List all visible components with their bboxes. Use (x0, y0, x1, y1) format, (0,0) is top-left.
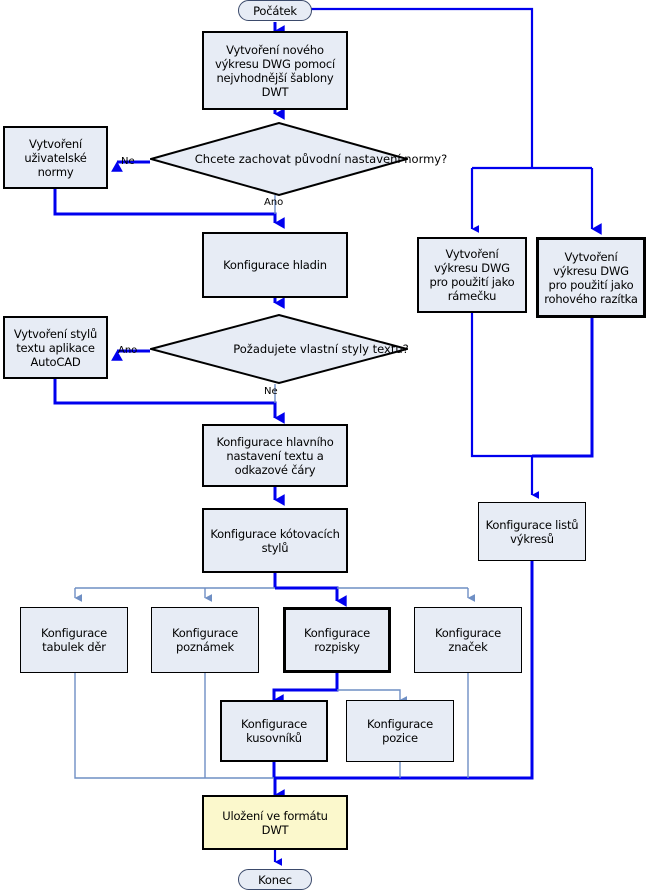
node-parts-list-label: Konfigurace kusovníků (240, 717, 308, 745)
node-symbols[interactable]: Konfigurace značek (414, 607, 522, 673)
node-end-label: Konec (258, 872, 292, 887)
node-autocad-textstyles-label: Vytvoření stylů textu aplikace AutoCAD (13, 326, 98, 369)
node-layers[interactable]: Konfigurace hladin (202, 232, 348, 298)
node-symbols-label: Konfigurace značek (434, 626, 502, 654)
node-main-text-label: Konfigurace hlavního nastavení textu a o… (216, 434, 334, 477)
edge-label-standard-yes: Ano (264, 197, 284, 208)
node-layers-label: Konfigurace hladin (223, 258, 327, 272)
node-sheets[interactable]: Konfigurace listů výkresů (478, 502, 586, 561)
node-autocad-textstyles[interactable]: Vytvoření stylů textu aplikace AutoCAD (3, 316, 108, 379)
node-decision-standard-label: Chcete zachovat původní nastavení normy? (194, 152, 448, 166)
node-hole-tables-label: Konfigurace tabulek děr (40, 626, 108, 654)
node-start-label: Počátek (253, 3, 297, 18)
node-titleblock-label: Konfigurace rozpisky (303, 626, 371, 654)
node-decision-standard[interactable]: Chcete zachovat původní nastavení normy? (150, 122, 447, 196)
node-create-dwg[interactable]: Vytvoření nového výkresu DWG pomocí nejv… (202, 31, 348, 110)
node-parts-list[interactable]: Konfigurace kusovníků (220, 700, 328, 762)
node-main-text[interactable]: Konfigurace hlavního nastavení textu a o… (202, 424, 348, 487)
node-balloons-label: Konfigurace pozice (366, 717, 434, 745)
node-stamp-dwg-label: Vytvoření výkresu DWG pro použití jako r… (544, 249, 638, 306)
node-decision-textstyles[interactable]: Požadujete vlastní styly textu? (150, 314, 409, 384)
node-create-dwg-label: Vytvoření nového výkresu DWG pomocí nejv… (214, 42, 336, 99)
node-user-standard-label: Vytvoření uživatelské normy (24, 136, 87, 179)
edge-label-textstyles-yes: Ano (118, 345, 138, 356)
node-balloons[interactable]: Konfigurace pozice (346, 700, 454, 762)
node-frame-dwg-label: Vytvoření výkresu DWG pro použití jako r… (429, 247, 515, 303)
edge-label-textstyles-no: Ne (264, 386, 278, 397)
node-frame-dwg[interactable]: Vytvoření výkresu DWG pro použití jako r… (417, 237, 527, 313)
node-end[interactable]: Konec (238, 869, 312, 890)
node-dim-styles[interactable]: Konfigurace kótovacích stylů (202, 508, 348, 573)
node-save-dwt-label: Uložení ve formátu DWT (222, 808, 328, 837)
node-sheets-label: Konfigurace listů výkresů (485, 517, 579, 546)
node-notes-label: Konfigurace poznámek (171, 626, 239, 654)
node-hole-tables[interactable]: Konfigurace tabulek děr (20, 607, 128, 673)
node-notes[interactable]: Konfigurace poznámek (151, 607, 259, 673)
node-save-dwt[interactable]: Uložení ve formátu DWT (202, 795, 348, 850)
node-titleblock[interactable]: Konfigurace rozpisky (283, 607, 391, 673)
node-user-standard[interactable]: Vytvoření uživatelské normy (3, 126, 108, 189)
node-stamp-dwg[interactable]: Vytvoření výkresu DWG pro použití jako r… (536, 237, 646, 318)
node-decision-textstyles-label: Požadujete vlastní styly textu? (233, 342, 409, 356)
edge-label-standard-no: Ne (121, 156, 135, 167)
node-start[interactable]: Počátek (238, 0, 312, 21)
node-dim-styles-label: Konfigurace kótovacích stylů (210, 526, 340, 555)
